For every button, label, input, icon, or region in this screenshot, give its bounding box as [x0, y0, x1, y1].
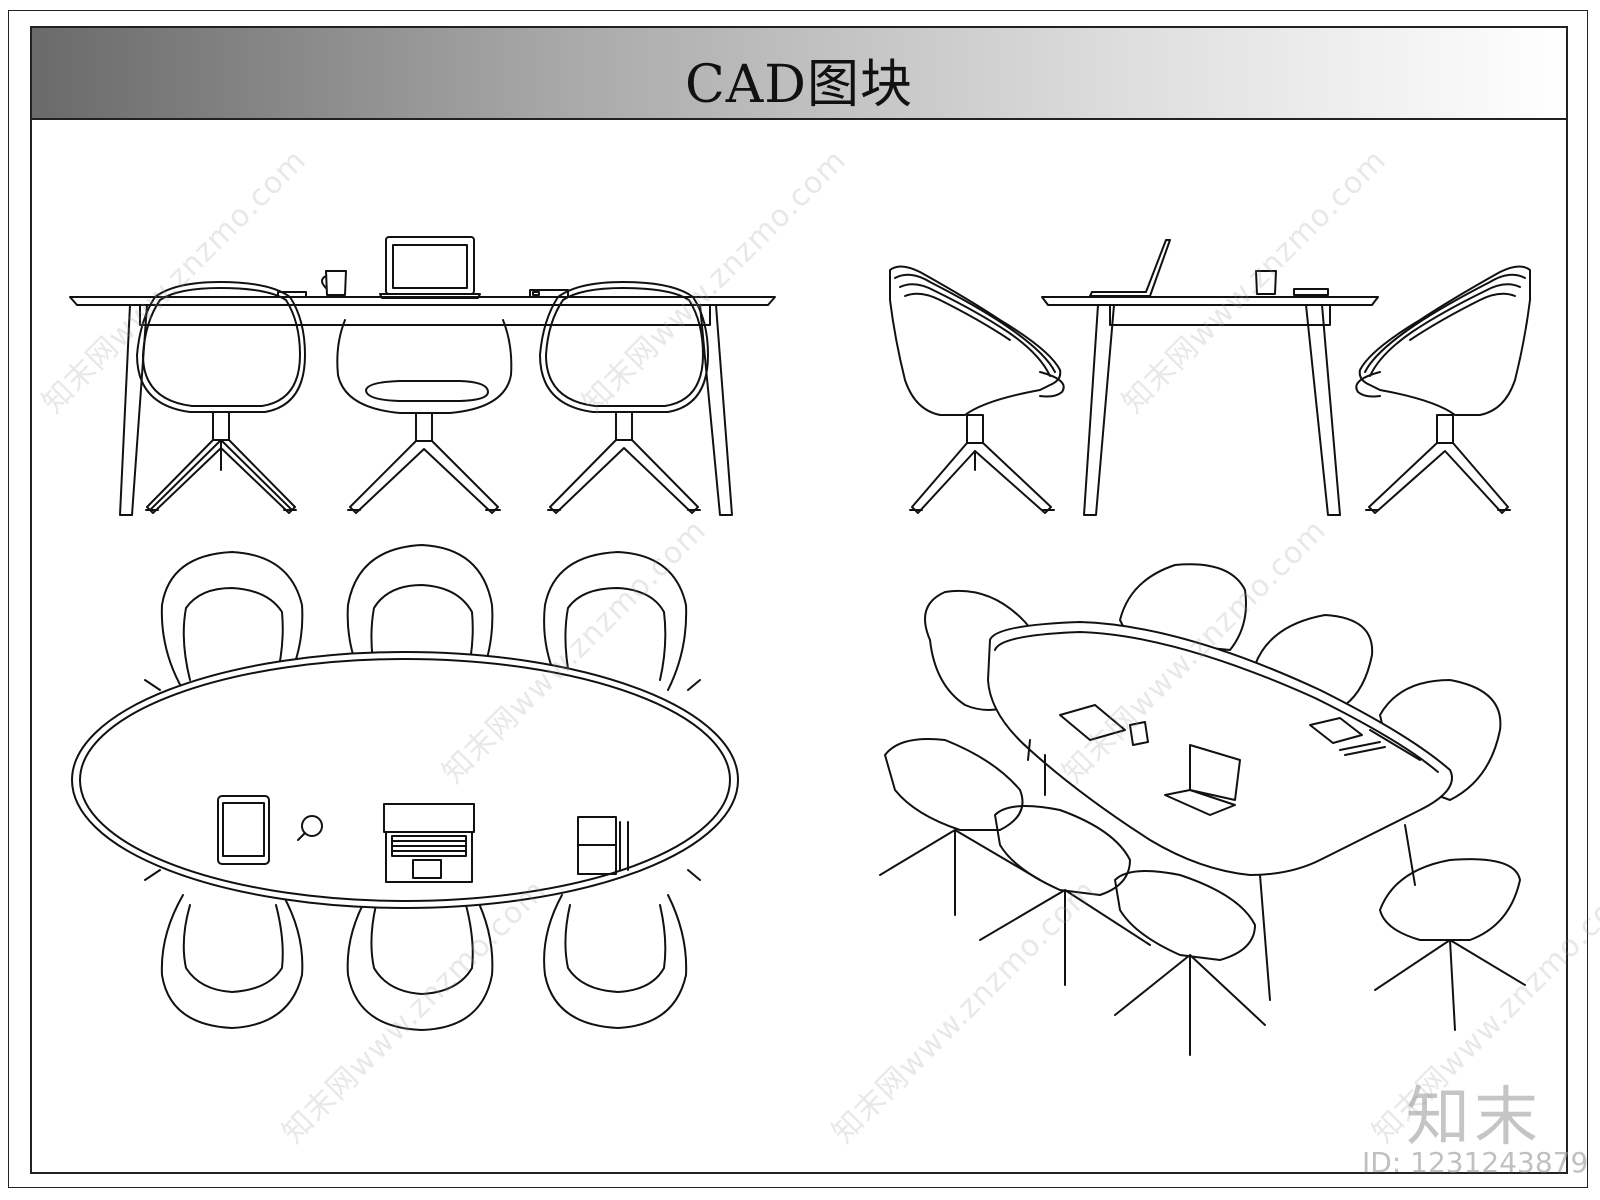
- chair-plan: [160, 551, 304, 691]
- chair-plan: [543, 551, 688, 691]
- chair-plan: [346, 544, 494, 691]
- title-banner: CAD图块: [32, 28, 1566, 120]
- table-leg: [699, 304, 733, 516]
- chair-axon: [979, 805, 1151, 986]
- chair-front: [539, 281, 709, 514]
- chair-axon: [1114, 870, 1266, 1056]
- mug: [325, 270, 347, 296]
- chair-axon: [1119, 563, 1247, 651]
- table-top: [1041, 296, 1379, 306]
- chair-axon: [1254, 614, 1374, 706]
- laptop: [1189, 744, 1241, 801]
- laptop-base: [379, 293, 481, 299]
- chair-front: [336, 319, 513, 514]
- table-axon: [987, 621, 1453, 876]
- mug: [1129, 721, 1149, 746]
- drawing-id: ID: 1231243879: [1362, 1146, 1589, 1179]
- chair-front: [136, 281, 306, 514]
- cup: [301, 815, 323, 837]
- table-apron: [1109, 304, 1331, 326]
- sheet-title: CAD图块: [684, 55, 914, 115]
- front-elevation-view: [69, 236, 776, 516]
- oval-table: [71, 651, 739, 909]
- table-apron: [139, 304, 711, 326]
- top-plan-view: [71, 544, 739, 1031]
- mug: [1255, 270, 1277, 295]
- table-leg: [1083, 304, 1115, 516]
- outer-border: [8, 10, 1588, 1188]
- chair-axon: [1374, 858, 1526, 1031]
- chair-side: [1355, 265, 1531, 514]
- notebook: [1309, 717, 1363, 744]
- axonometric-view: [879, 563, 1526, 1056]
- chair-side: [889, 265, 1065, 514]
- brand-logo: 知末: [1406, 1081, 1542, 1155]
- side-elevation-view: [889, 239, 1531, 516]
- laptop: [1089, 239, 1171, 297]
- table-leg: [119, 304, 148, 516]
- inner-border: [30, 26, 1568, 1174]
- table-leg: [1305, 304, 1341, 516]
- tablet: [217, 795, 270, 865]
- chair-plan: [543, 894, 688, 1029]
- tablet: [1059, 704, 1126, 741]
- chair-plan: [346, 894, 494, 1031]
- chair-axon: [879, 738, 1041, 916]
- chair-plan: [160, 894, 304, 1029]
- chair-axon: [1379, 679, 1502, 801]
